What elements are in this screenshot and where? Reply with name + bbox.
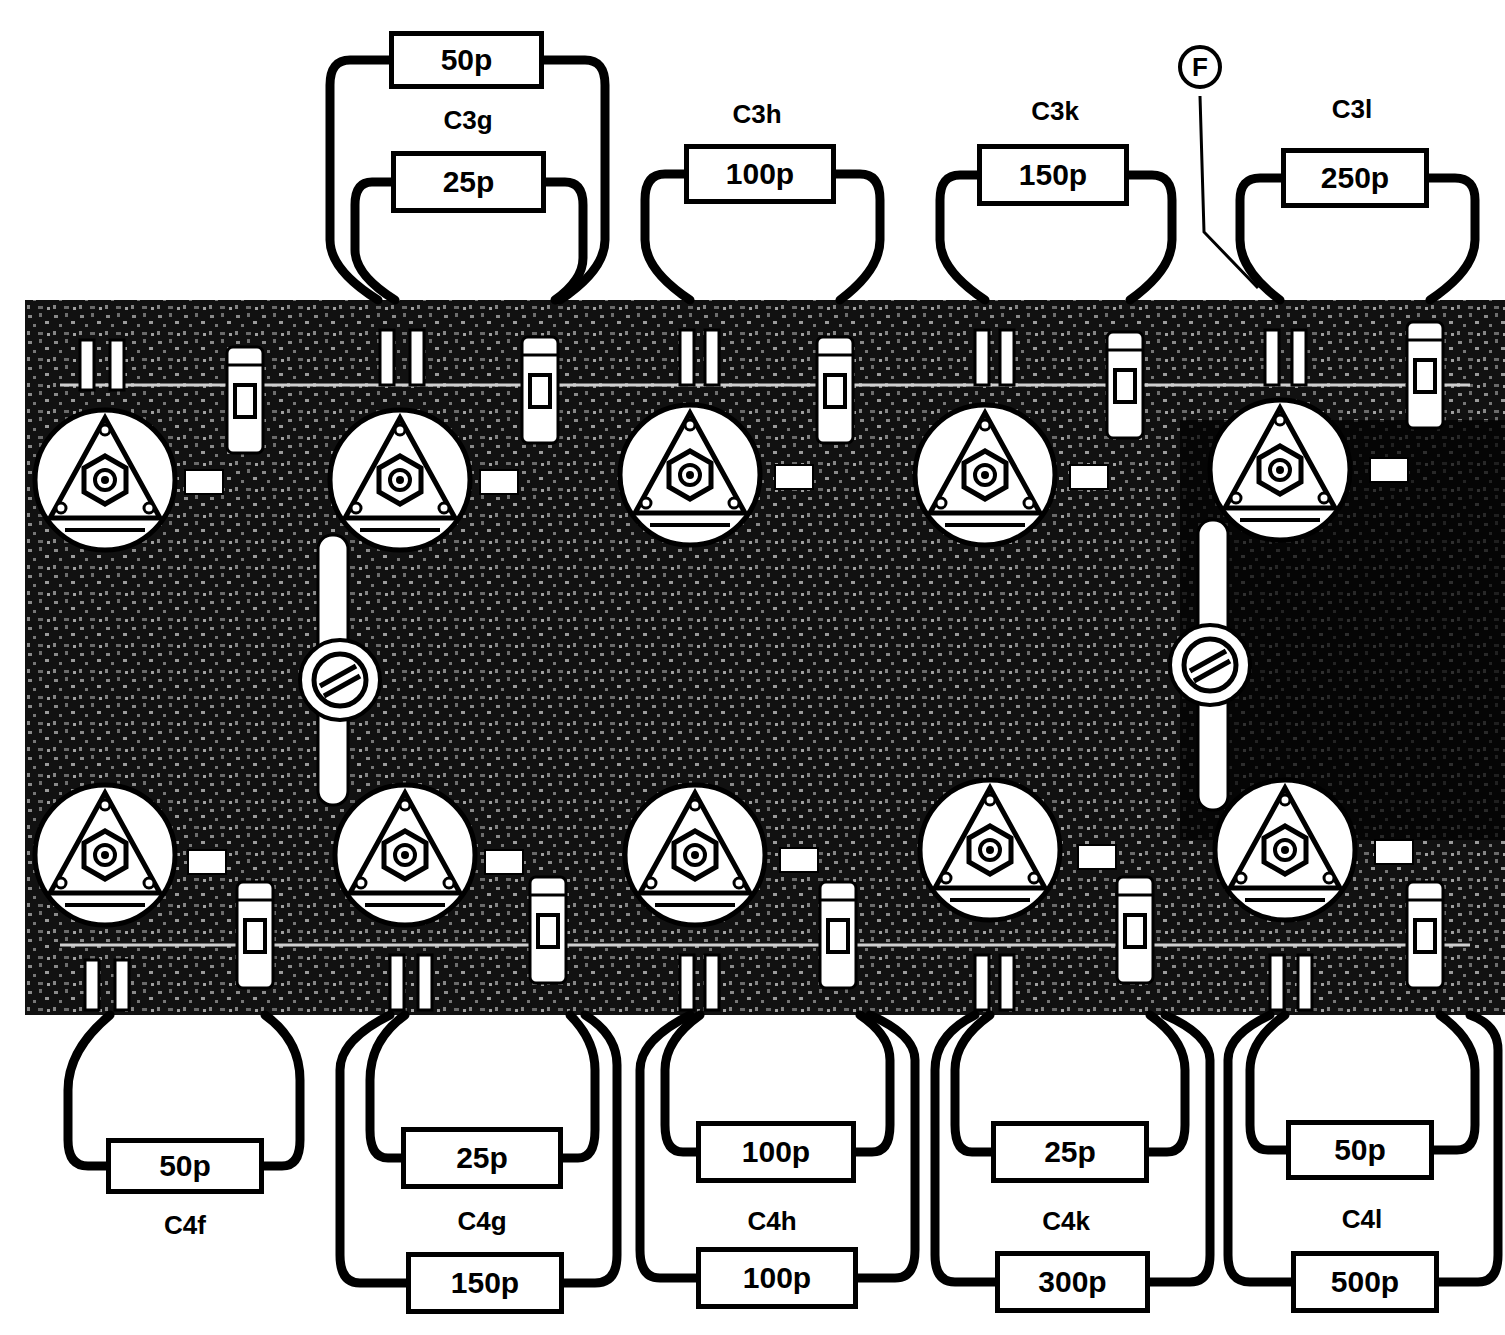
- capacitance-value: 250p: [1321, 163, 1389, 193]
- pins: [80, 330, 1312, 1010]
- capacitor-box: 250p: [1281, 148, 1429, 208]
- capacitor-box: 25p: [401, 1127, 563, 1189]
- trimmer-capacitor: [335, 785, 475, 925]
- capacitor-box: 50p: [389, 31, 544, 89]
- small-component: [522, 337, 558, 443]
- capacitance-value: 300p: [1038, 1267, 1106, 1297]
- trimmer-capacitor: [620, 405, 760, 545]
- trimmer-capacitor: [920, 780, 1060, 920]
- leader-line: [1200, 96, 1258, 288]
- part-name: C3h: [729, 101, 784, 128]
- capacitor-box: 100p: [696, 1121, 856, 1183]
- capacitor-box: 300p: [995, 1251, 1150, 1313]
- part-name: C3k: [1028, 98, 1082, 125]
- trimmer-capacitor: [1210, 400, 1350, 540]
- trimmer-capacitor: [625, 785, 765, 925]
- trimmer-capacitor: [915, 405, 1055, 545]
- capacitance-value: 25p: [456, 1143, 508, 1173]
- callout-circle: F: [1178, 45, 1222, 89]
- small-component: [1407, 882, 1443, 988]
- small-component: [530, 877, 566, 983]
- capacitor-box: 50p: [1286, 1120, 1434, 1180]
- trimmer-capacitor: [35, 785, 175, 925]
- trimmer-capacitor: [1215, 780, 1355, 920]
- capacitance-value: 100p: [726, 159, 794, 189]
- capacitor-wires: [68, 60, 1498, 1283]
- part-name: C4k: [1039, 1208, 1093, 1235]
- capacitance-value: 25p: [1044, 1137, 1096, 1167]
- capacitor-box: 100p: [696, 1247, 858, 1309]
- small-component: [820, 882, 856, 988]
- part-name: C3l: [1329, 96, 1375, 123]
- capacitance-value: 50p: [159, 1151, 211, 1181]
- capacitance-value: 25p: [443, 167, 495, 197]
- board-track: [60, 384, 1470, 387]
- trimmer-capacitor: [35, 410, 175, 550]
- capacitor-box: 50p: [106, 1138, 264, 1194]
- part-name: C3g: [440, 107, 495, 134]
- capacitance-value: 50p: [441, 45, 493, 75]
- part-name: C4l: [1339, 1206, 1385, 1233]
- small-component: [817, 337, 853, 443]
- adjust-screw: [300, 640, 380, 720]
- part-name: C4f: [161, 1212, 209, 1239]
- small-component: [1407, 322, 1443, 428]
- small-component: [1107, 332, 1143, 438]
- capacitance-value: 50p: [1334, 1135, 1386, 1165]
- adjust-screw: [1170, 625, 1250, 705]
- small-component: [1117, 877, 1153, 983]
- small-component: [227, 347, 263, 453]
- capacitor-box: 25p: [991, 1121, 1149, 1183]
- capacitor-box: 150p: [977, 144, 1129, 206]
- capacitor-box: 25p: [391, 151, 546, 213]
- capacitance-value: 100p: [742, 1137, 810, 1167]
- board: [25, 300, 1505, 1015]
- capacitor-box: 100p: [684, 144, 836, 204]
- capacitance-value: 150p: [451, 1268, 519, 1298]
- trimmer-capacitor: [330, 410, 470, 550]
- capacitance-value: 500p: [1331, 1267, 1399, 1297]
- capacitor-box: 150p: [406, 1252, 564, 1314]
- callout-letter: F: [1192, 54, 1208, 80]
- capacitance-value: 150p: [1019, 160, 1087, 190]
- part-name: C4g: [454, 1208, 509, 1235]
- part-name: C4h: [744, 1208, 799, 1235]
- capacitor-box: 500p: [1291, 1251, 1439, 1313]
- capacitance-value: 100p: [743, 1263, 811, 1293]
- small-component: [237, 882, 273, 988]
